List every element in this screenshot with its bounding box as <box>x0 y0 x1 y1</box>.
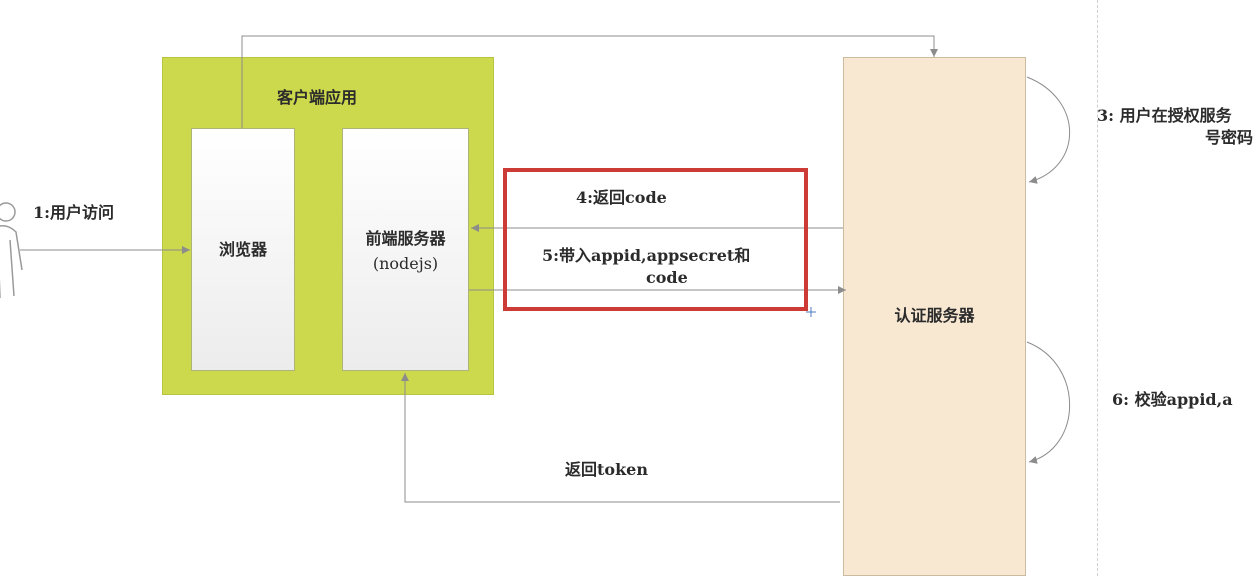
client-app-label: 客户端应用 <box>277 88 358 107</box>
arrow-return-token <box>401 373 840 503</box>
section-divider <box>1097 0 1098 576</box>
browser-label: 浏览器 <box>218 240 267 259</box>
arrow-browser-to-auth <box>241 35 938 128</box>
self-loop-step6 <box>1026 341 1070 464</box>
self-loop-step3 <box>1026 76 1071 184</box>
crosshair-icon <box>806 307 816 317</box>
browser-node <box>191 128 295 371</box>
step3-label-line1: 3: 用户在授权服务 <box>1097 106 1232 125</box>
step5-label-line2: code <box>646 268 688 287</box>
return-token-label: 返回token <box>565 460 648 479</box>
step1-label: 1:用户访问 <box>33 203 115 222</box>
step5-label-line1: 5:带入appid,appsecret和 <box>542 246 751 265</box>
auth-server-label: 认证服务器 <box>894 306 975 325</box>
frontend-server-node <box>342 128 469 371</box>
step4-label: 4:返回code <box>576 188 667 207</box>
user-figure-icon <box>0 202 23 298</box>
step6-label: 6: 校验appid,a <box>1112 390 1233 409</box>
step3-label-line2: 号密码 <box>1205 128 1254 147</box>
highlight-box <box>503 168 808 311</box>
frontend-server-label: 前端服务器 <box>365 229 446 248</box>
auth-server-node <box>843 57 1026 576</box>
frontend-server-sublabel: (nodejs) <box>372 254 439 273</box>
